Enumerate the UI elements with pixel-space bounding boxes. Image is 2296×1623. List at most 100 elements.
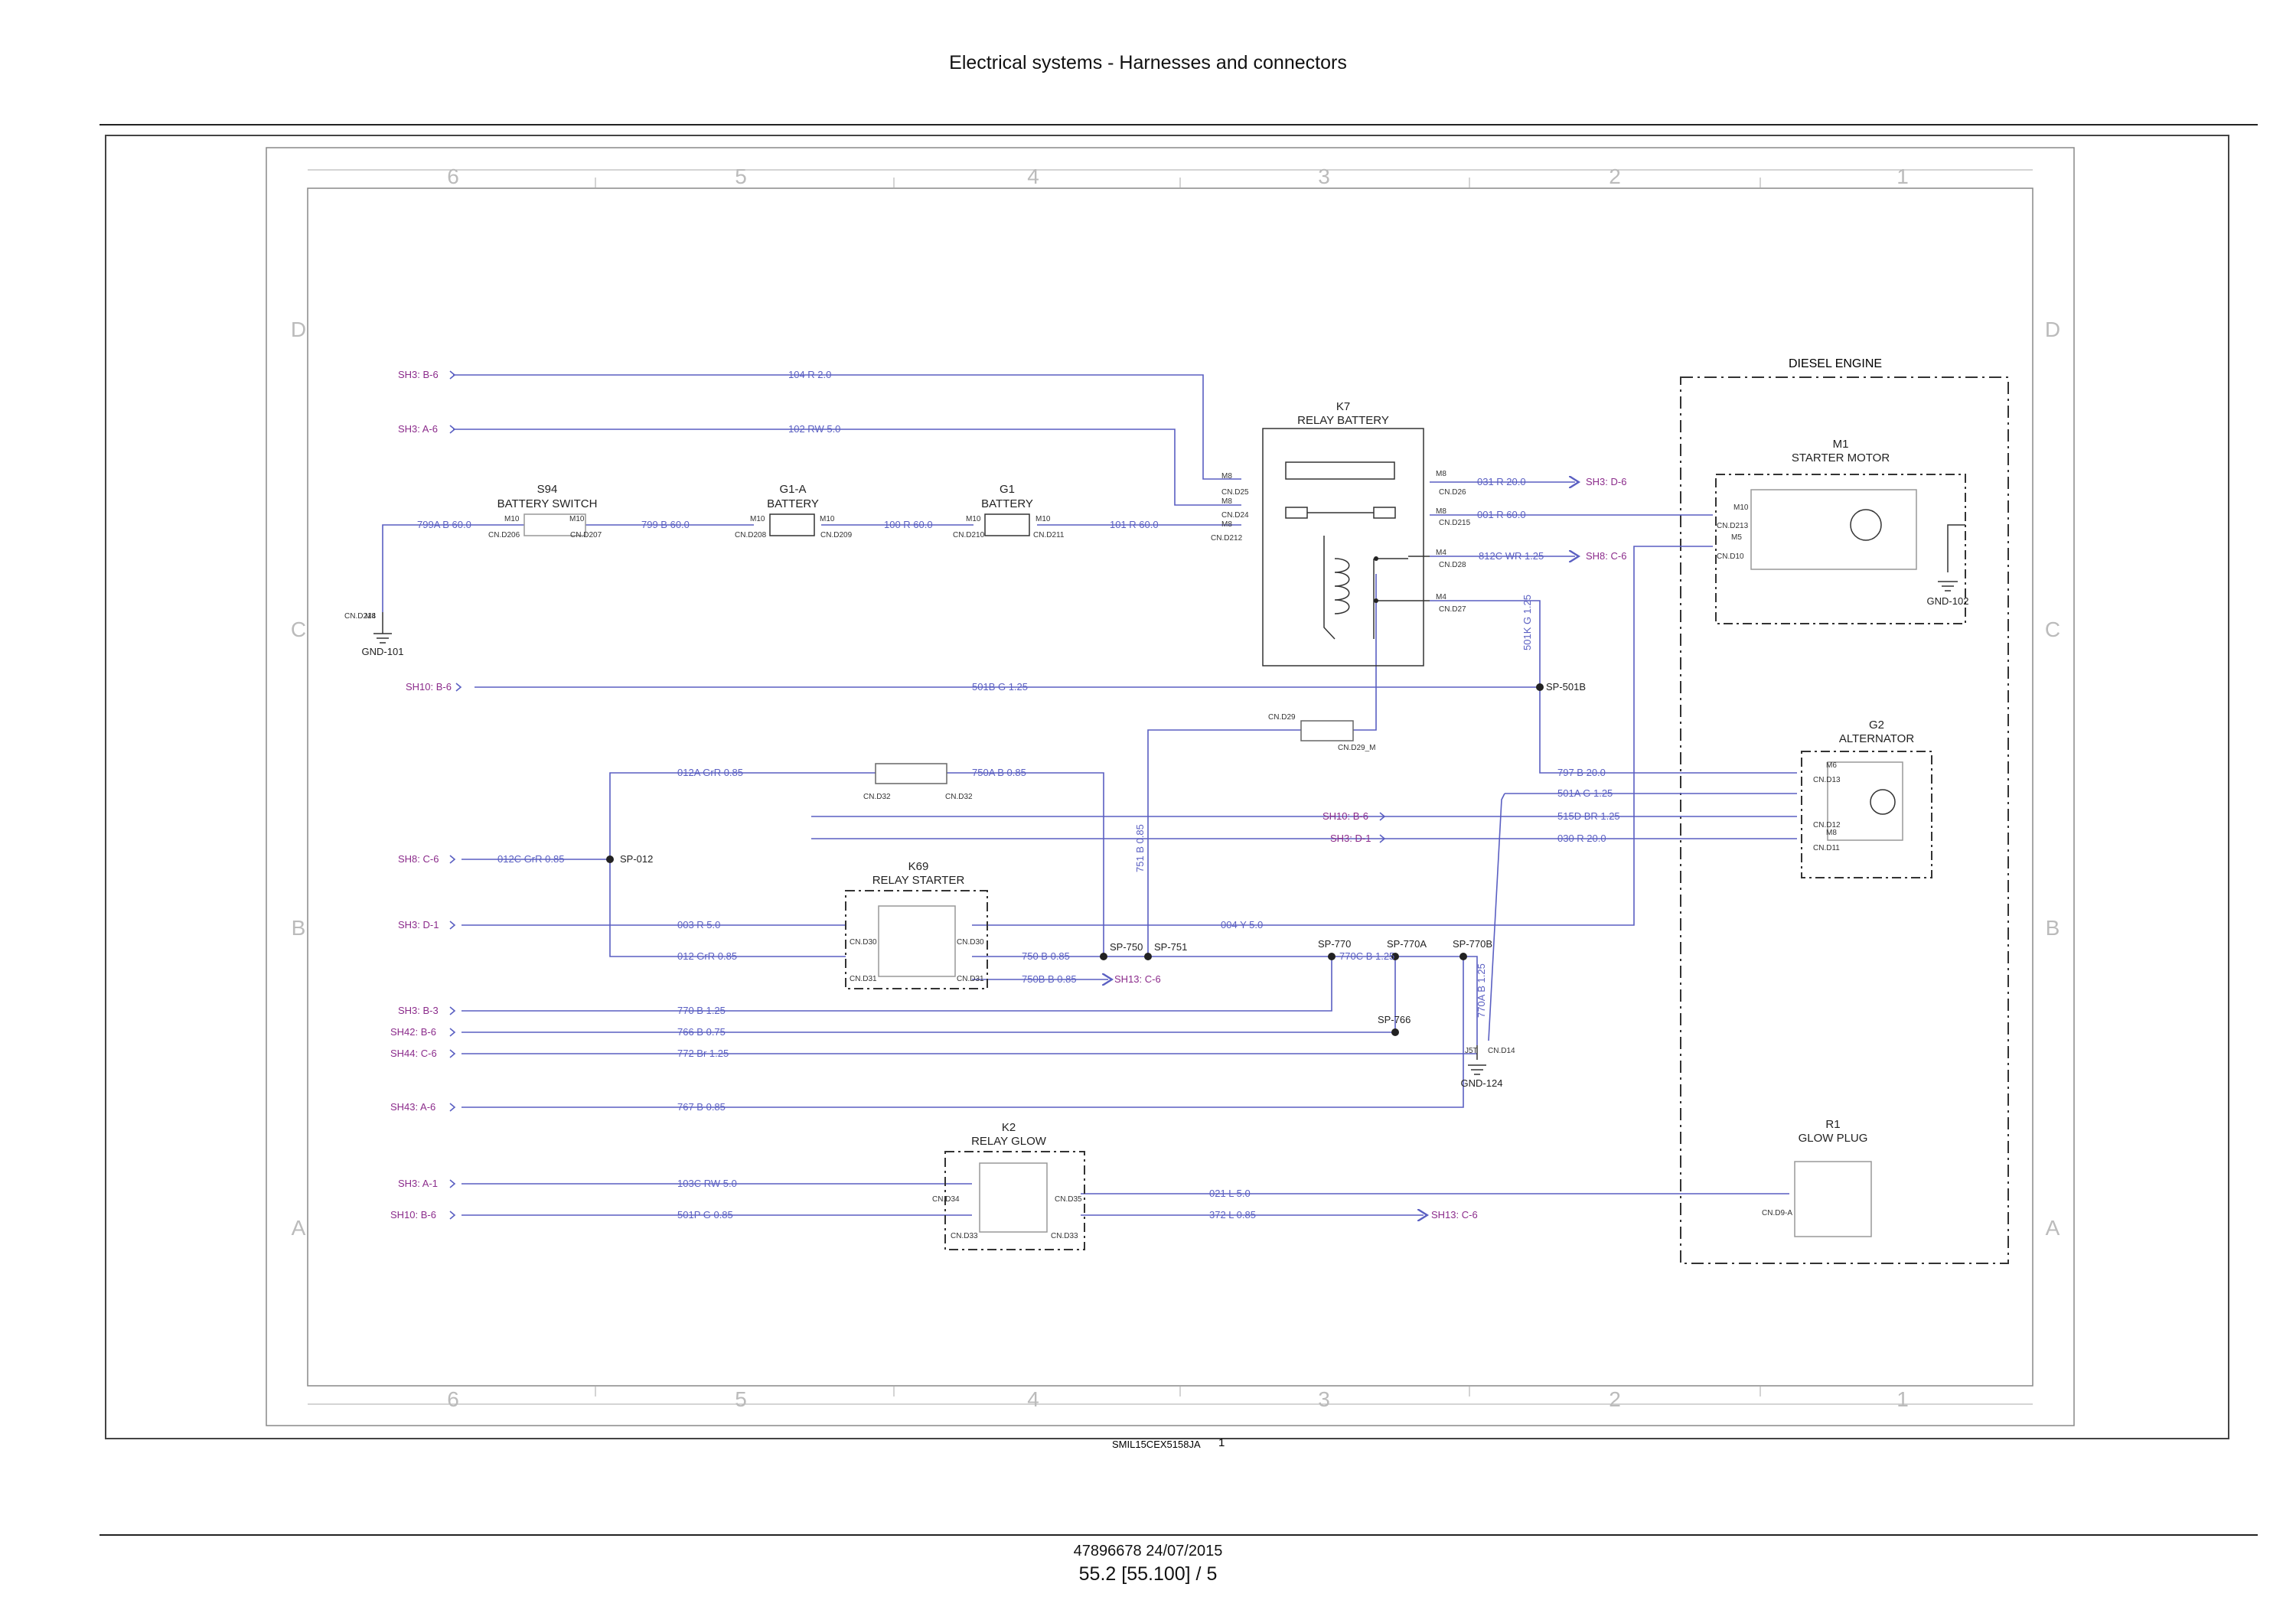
m1-name: STARTER MOTOR (1792, 451, 1890, 464)
sheet-ref: SH13: C-6 (1431, 1209, 1478, 1221)
wire-label: 372 L 0.85 (1209, 1209, 1256, 1221)
connector-label: CN.D27 (1439, 605, 1466, 614)
splice-label: SP-770B (1453, 938, 1492, 950)
connector-label: CN.D30 (850, 938, 877, 947)
k69-ref: K69 (908, 860, 929, 873)
pin-label: J5T (1465, 1047, 1478, 1055)
connector-label: CN.D215 (1439, 519, 1471, 527)
connector-label: CN.D12 (1813, 821, 1841, 829)
grid-column-label: 6 (447, 1387, 459, 1411)
pin-label: M8 (1436, 507, 1446, 516)
grid-column-label: 5 (735, 1387, 747, 1411)
m1-ref: M1 (1833, 438, 1849, 451)
wire-label: 772 Br 1.25 (677, 1048, 729, 1059)
connector-label: CN.D10 (1717, 552, 1744, 561)
wire-label: 750A B 0.85 (972, 767, 1026, 778)
wire-label: 501A G 1.25 (1557, 787, 1613, 799)
ground-label: GND-102 (1927, 595, 1969, 607)
sheet-ref: SH3: A-6 (398, 423, 438, 435)
pin-label: M10 (504, 515, 520, 523)
sheet-ref: SH3: D-1 (398, 919, 439, 930)
s94-name: BATTERY SWITCH (497, 497, 598, 510)
r1-name: GLOW PLUG (1799, 1132, 1868, 1145)
wire-label: 031 R 20.0 (1477, 476, 1526, 487)
k2-ref: K2 (1002, 1121, 1016, 1134)
grid-column-label: 4 (1027, 1387, 1039, 1411)
sheet-ref: SH8: C-6 (1586, 550, 1626, 562)
connector-label: CN.D211 (1033, 531, 1065, 539)
sheet-ref: SH3: D-1 (1330, 833, 1371, 844)
grid-column-label: 3 (1318, 1387, 1330, 1411)
sheet-ref: SH10: B-6 (390, 1209, 436, 1221)
splice-label: SP-770 (1318, 938, 1351, 950)
wire-label: 104 R 2.0 (788, 369, 831, 380)
splice-label: SP-766 (1378, 1014, 1411, 1025)
grid-column-label: 5 (735, 165, 747, 188)
header-rule (99, 124, 2258, 125)
k7-name: RELAY BATTERY (1297, 414, 1389, 427)
page-title: Electrical systems - Harnesses and conne… (949, 52, 1347, 73)
connector-label: CN.D31 (850, 975, 877, 983)
pin-label: M10 (750, 515, 765, 523)
grid-row-label: B (292, 916, 306, 940)
splice-label: SP-770A (1387, 938, 1427, 950)
grid-column-label: 2 (1609, 1387, 1621, 1411)
grid-row-label: A (2046, 1216, 2060, 1240)
sheet-ref: SH10: B-6 (1322, 810, 1368, 822)
splice-label: SP-750 (1110, 941, 1143, 953)
wire-label: 103C RW 5.0 (677, 1178, 737, 1189)
sheet-ref: SH10: B-6 (406, 681, 452, 693)
footer-rule (99, 1534, 2258, 1536)
wire-label: 102 RW 5.0 (788, 423, 840, 435)
ground-label: GND-124 (1461, 1077, 1503, 1089)
wire-label: 770C B 1.25 (1339, 950, 1394, 962)
connector-label: CN.D26 (1439, 488, 1466, 497)
footer-doc-ref: 47896678 24/07/2015 (1073, 1543, 1223, 1559)
splice-label: SP-751 (1154, 941, 1187, 953)
connector-label: CN.D33 (1051, 1232, 1078, 1240)
grid-column-label: 3 (1318, 165, 1330, 188)
wire-label: 799 B 60.0 (641, 519, 690, 530)
connector-label: CN.D32 (863, 793, 891, 801)
drawing-frame (266, 147, 2075, 1426)
g2-alternator (1801, 751, 1932, 878)
wire-label: 003 R 5.0 (677, 919, 720, 930)
outer-frame (105, 135, 2229, 1439)
inner-frame (307, 187, 2033, 1387)
wire-label: 750B B 0.85 (1022, 973, 1077, 985)
grid-row-label: D (2045, 318, 2060, 341)
wire-label: 797 B 20.0 (1557, 767, 1606, 778)
connector-label: CN.D30 (957, 938, 984, 947)
sheet-ref: SH13: C-6 (1114, 973, 1161, 985)
pin-label: M5 (1731, 533, 1742, 542)
pin-label: M10 (1035, 515, 1051, 523)
k69-name: RELAY STARTER (872, 874, 965, 887)
diesel-engine-zone (1680, 376, 2009, 1264)
g1a-battery (769, 513, 815, 536)
connector-label: CN.D29_M (1338, 744, 1375, 752)
connector-label: CN.D32 (945, 793, 973, 801)
pin-label: M8 (1221, 520, 1232, 529)
wire-label: 004 Y 5.0 (1221, 919, 1263, 930)
wire-label: 770 B 1.25 (677, 1005, 726, 1016)
wire-label: 751 B 0.85 (1134, 824, 1146, 872)
connector-label: CN.D212 (1211, 534, 1243, 543)
connector-label: CN.D33 (951, 1232, 978, 1240)
connector-label: CN.D13 (1813, 776, 1841, 784)
wire-label: 030 R 20.0 (1557, 833, 1606, 844)
sheet-ref: SH3: B-3 (398, 1005, 439, 1016)
figure-number: 1 (1218, 1436, 1225, 1449)
g1-name: BATTERY (981, 497, 1033, 510)
connector-label: CN.D31 (957, 975, 984, 983)
grid-row-label: B (2046, 916, 2060, 940)
grid-row-label: D (291, 318, 306, 341)
g1a-ref: G1-A (779, 483, 806, 496)
footer-page-ref: 55.2 [55.100] / 5 (1078, 1563, 1218, 1585)
cn-d29-connector (1300, 720, 1354, 741)
k7-ref: K7 (1336, 400, 1350, 413)
ground-label: GND-101 (362, 646, 404, 657)
wire-label: 770A B 1.25 (1476, 963, 1487, 1018)
k69-relay-starter (845, 890, 988, 989)
connector-label: CN.D208 (735, 531, 767, 539)
wire-label: 101 R 60.0 (1110, 519, 1159, 530)
